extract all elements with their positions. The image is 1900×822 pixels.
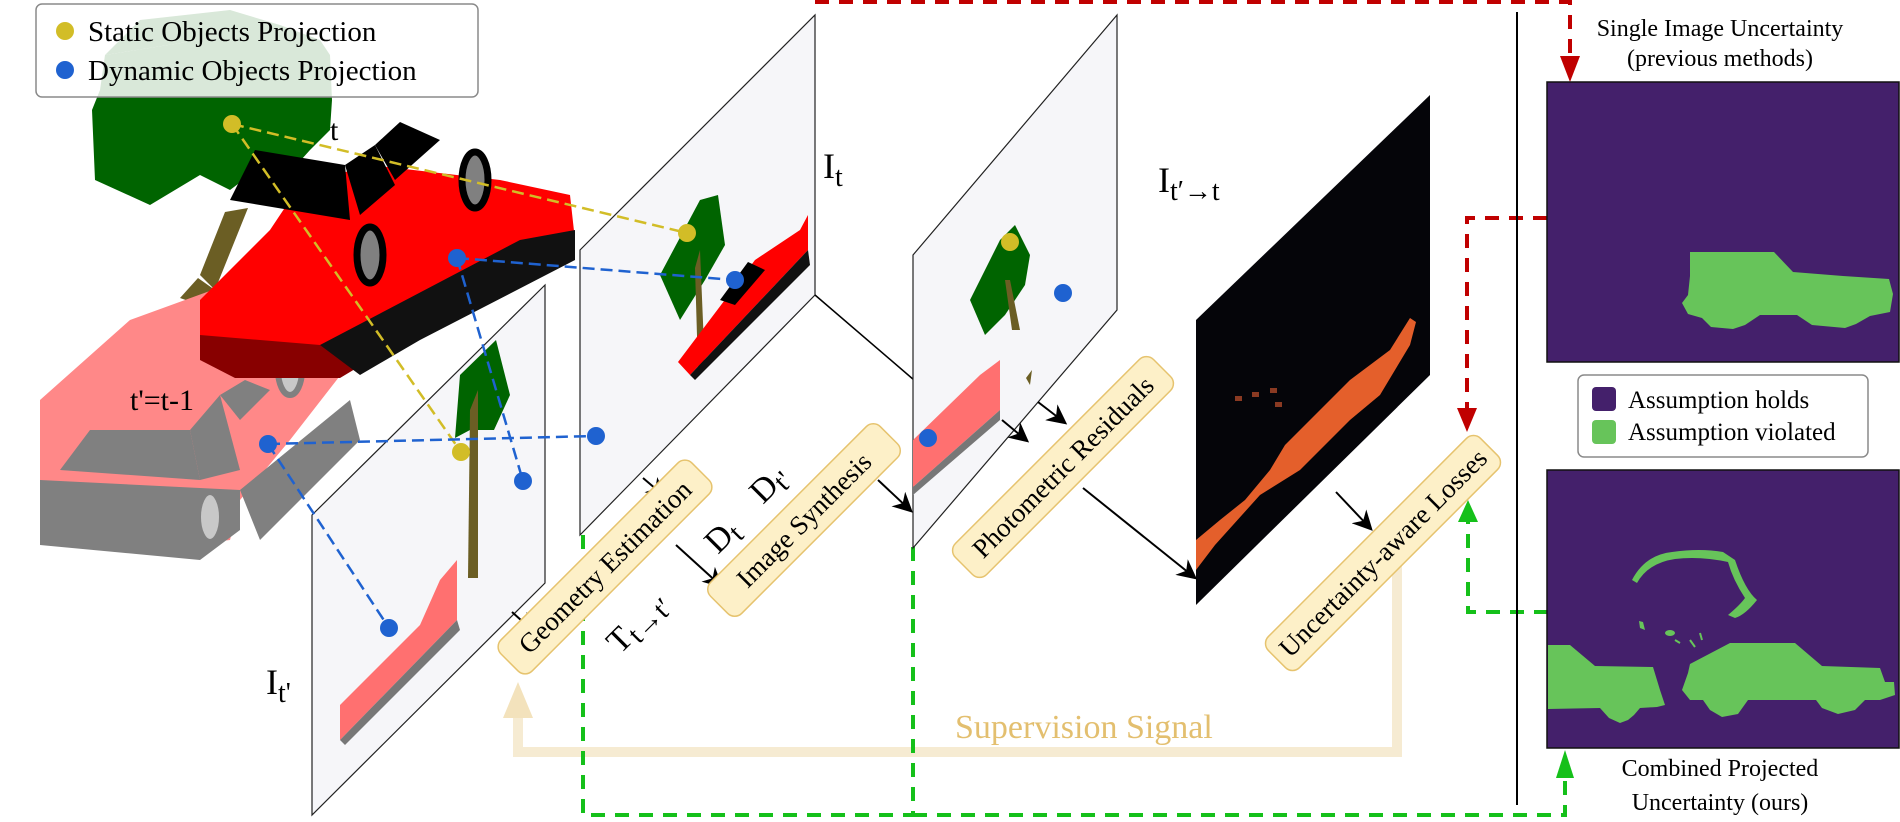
green-arrowhead-icon xyxy=(1556,750,1574,778)
dynamic-point xyxy=(1054,284,1072,302)
assumption-legend: Assumption holds Assumption violated xyxy=(1577,374,1869,458)
image-synthesis-box: Image Synthesis xyxy=(706,422,902,618)
dynamic-point xyxy=(919,429,937,447)
dynamic-point xyxy=(587,427,605,445)
static-legend-dot-icon xyxy=(56,22,74,40)
assumption-violated-swatch-icon xyxy=(1592,420,1616,444)
supervision-signal-label: Supervision Signal xyxy=(955,709,1213,746)
residual-map xyxy=(1196,95,1430,605)
green-dashed-flow xyxy=(581,520,1567,817)
red-arrowhead-icon xyxy=(1457,408,1477,432)
supervision-signal-path xyxy=(503,560,1402,757)
dynamic-legend-dot-icon xyxy=(56,61,74,79)
green-arrowhead-icon xyxy=(1458,500,1478,522)
red-dashed-flow xyxy=(815,0,1572,410)
car-current-frame: t xyxy=(200,114,575,378)
combined-uncertainty-map xyxy=(1546,469,1900,749)
dynamic-point xyxy=(726,271,744,289)
pose-label: Tt→t′ xyxy=(599,585,679,665)
frame-label-it: It xyxy=(823,146,843,193)
red-arrowhead-icon xyxy=(1560,56,1580,82)
dynamic-point xyxy=(448,249,466,267)
dynamic-point xyxy=(259,435,277,453)
single-uncertainty-map xyxy=(1546,81,1900,363)
car-previous-label: t'=t-1 xyxy=(130,384,194,417)
image-synthesis-label: Image Synthesis xyxy=(731,447,878,594)
assumption-violated-label: Assumption violated xyxy=(1628,419,1836,446)
static-point xyxy=(223,115,241,133)
dynamic-point xyxy=(514,472,532,490)
static-point xyxy=(452,443,470,461)
single-uncertainty-title-2: (previous methods) xyxy=(1627,46,1813,72)
frame-it xyxy=(579,13,915,537)
static-point xyxy=(678,224,696,242)
frame-it-warped xyxy=(912,13,1118,550)
combined-uncertainty-title-2: Uncertainty (ours) xyxy=(1632,790,1809,816)
car-current-label: t xyxy=(330,114,339,147)
single-uncertainty-title-1: Single Image Uncertainty xyxy=(1597,16,1844,42)
projection-dots xyxy=(223,115,1072,637)
static-legend-label: Static Objects Projection xyxy=(88,16,377,48)
combined-uncertainty-title-1: Combined Projected xyxy=(1622,756,1819,782)
assumption-holds-swatch-icon xyxy=(1592,387,1616,411)
static-point xyxy=(1001,233,1019,251)
dynamic-legend-label: Dynamic Objects Projection xyxy=(88,55,417,87)
projection-legend: Static Objects Projection Dynamic Object… xyxy=(35,3,479,98)
supervision-arrowhead-icon xyxy=(503,682,533,718)
frame-label-it-prime: It' xyxy=(266,662,291,709)
dynamic-point xyxy=(380,619,398,637)
assumption-holds-label: Assumption holds xyxy=(1628,387,1809,414)
frame-label-it-warped: It′→t xyxy=(1158,160,1220,207)
projection-lines xyxy=(230,122,736,629)
frame-it-prime xyxy=(311,283,546,817)
